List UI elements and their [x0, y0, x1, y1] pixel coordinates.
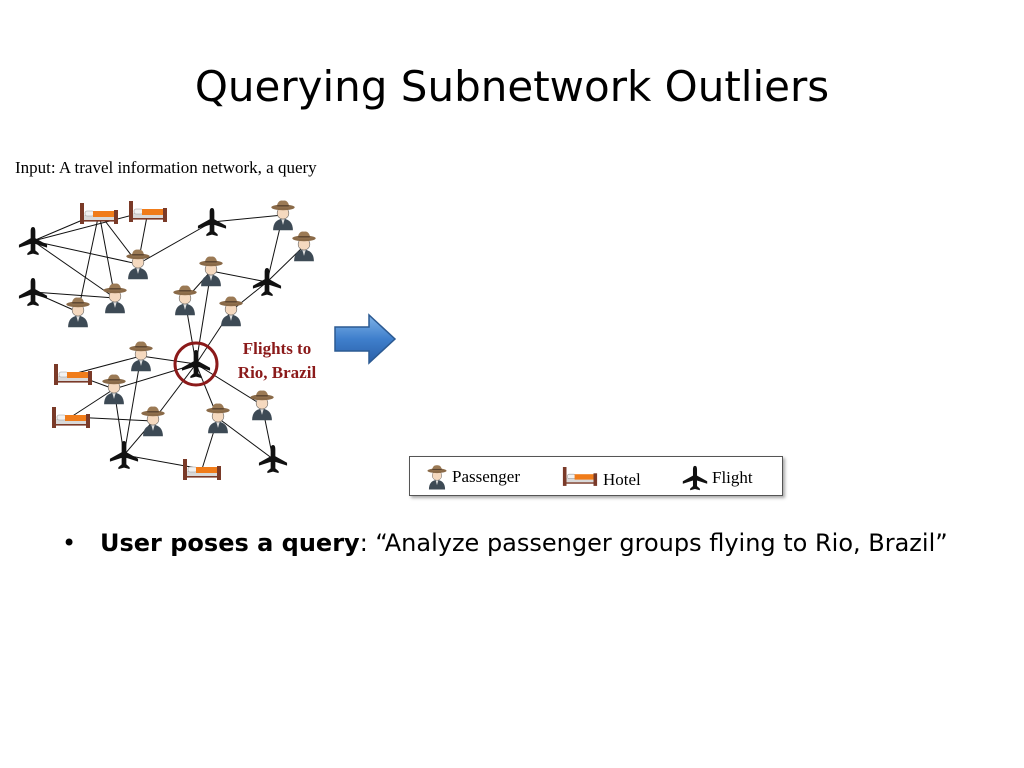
passenger-node: [205, 403, 231, 434]
passenger-node: [101, 374, 127, 405]
hotel-node: [128, 200, 168, 223]
network-edge: [210, 270, 268, 283]
network-edge: [140, 355, 197, 365]
network-edge: [137, 221, 213, 265]
passenger-icon: [427, 464, 447, 490]
network-edge: [195, 270, 212, 365]
passenger-node: [218, 296, 244, 327]
bullet-bold-text: User poses a query: [100, 529, 360, 557]
legend-hotel-label: Hotel: [603, 470, 641, 489]
query-label-line2: Rio, Brazil: [238, 363, 317, 382]
query-flight-node: [181, 349, 211, 379]
query-flight-ring: [173, 341, 219, 387]
flight-node: [197, 207, 227, 237]
flight-node: [18, 226, 48, 256]
flight-node: [109, 440, 139, 470]
network-edge: [32, 240, 116, 299]
bullet-marker: •: [62, 529, 77, 557]
passenger-node: [65, 297, 91, 328]
plane-icon: [682, 465, 708, 491]
network-edge: [217, 417, 274, 460]
flight-node: [18, 277, 48, 307]
network-edge: [230, 281, 268, 312]
legend-hotel: Hotel: [562, 465, 641, 489]
right-arrow-icon: [334, 313, 397, 365]
legend-passenger-label: Passenger: [452, 467, 520, 486]
bullet-point: • User poses a query: “Analyze passenger…: [62, 529, 948, 557]
passenger-node: [198, 256, 224, 287]
network-edge: [77, 212, 100, 313]
network-edge: [32, 240, 139, 265]
hotel-node: [182, 458, 222, 481]
network-edge: [70, 388, 115, 418]
legend-flight: Flight: [682, 465, 753, 491]
network-edge: [123, 355, 142, 456]
slide-title: Querying Subnetwork Outliers: [194, 62, 830, 111]
hotel-node: [51, 406, 91, 429]
hotel-node: [53, 363, 93, 386]
network-edge: [211, 214, 284, 223]
input-caption: Input: A travel information network, a q…: [15, 158, 317, 177]
network-edge: [32, 291, 116, 299]
bullet-rest-text: : “Analyze passenger groups flying to Ri…: [359, 529, 948, 557]
travel-network-diagram: Flights to Rio, Brazil: [18, 200, 317, 481]
legend-flight-label: Flight: [712, 468, 753, 487]
flight-node: [258, 444, 288, 474]
passenger-node: [172, 285, 198, 316]
query-label-line1: Flights to: [243, 339, 311, 358]
legend-passenger: Passenger: [426, 462, 520, 492]
passenger-node: [249, 390, 275, 421]
network-edge: [32, 210, 149, 242]
network-edge: [123, 454, 203, 470]
passenger-node: [128, 341, 154, 372]
network-edge: [72, 355, 142, 375]
passenger-node: [291, 231, 317, 262]
passenger-node: [140, 406, 166, 437]
hotel-node: [79, 202, 119, 225]
hotel-icon: [562, 466, 598, 487]
legend: Passenger Hotel Flight: [409, 456, 783, 496]
passenger-node: [102, 283, 128, 314]
